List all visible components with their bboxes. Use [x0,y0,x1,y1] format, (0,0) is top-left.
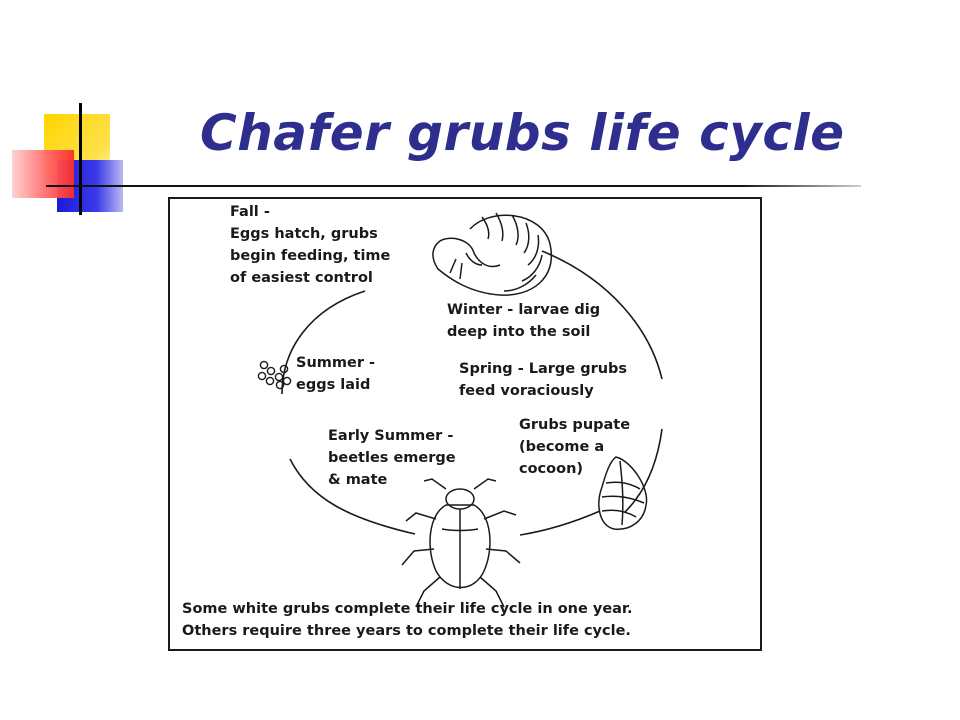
pupate-line-1: Grubs pupate [519,417,631,433]
fall-line-3: begin feeding, time [230,248,391,264]
pupa-icon [598,456,648,530]
decorative-vertical-line [79,103,82,215]
early-summer-line-3: & mate [328,472,388,488]
grub-icon [432,212,553,296]
decorative-red-square [12,150,74,198]
slide-title: Chafer grubs life cycle [200,104,845,162]
pupate-line-3: cocoon) [519,461,584,477]
stage-early-summer-label: Early Summer - beetles emerge & mate [328,425,456,491]
winter-line-1: Winter - larvae dig [447,302,601,318]
stage-summer-label: Summer - eggs laid [296,352,375,396]
life-cycle-drawing [257,212,663,608]
note-line-2: Others require three years to complete t… [182,623,631,639]
eggs-icon [257,360,292,390]
note-line-1: Some white grubs complete their life cyc… [182,601,633,617]
spring-line-2: feed voraciously [459,383,594,399]
title-underline [46,185,861,187]
spring-line-1: Spring - Large grubs [459,361,628,377]
life-cycle-diagram: Fall - Eggs hatch, grubs begin feeding, … [168,197,762,651]
pupate-line-2: (become a [519,439,605,455]
stage-spring-label: Spring - Large grubs feed voraciously [459,358,627,402]
fall-line-4: of easiest control [230,270,373,286]
cycle-arc-top-right [541,250,663,380]
stage-fall-label: Fall - Eggs hatch, grubs begin feeding, … [230,201,390,289]
early-summer-line-2: beetles emerge [328,450,456,466]
fall-line-2: Eggs hatch, grubs [230,226,378,242]
cycle-arc-left [281,290,366,395]
cycle-arc-bottom-right [519,510,601,536]
summer-line-1: Summer - [296,355,376,371]
winter-line-2: deep into the soil [447,324,591,340]
early-summer-line-1: Early Summer - [328,428,454,444]
stage-winter-label: Winter - larvae dig deep into the soil [447,299,600,343]
cycle-arc-bottom-left [289,458,416,535]
life-cycle-note: Some white grubs complete their life cyc… [182,598,633,642]
summer-line-2: eggs laid [296,377,371,393]
stage-pupate-label: Grubs pupate (become a cocoon) [519,414,630,480]
beetle-icon [401,478,521,608]
fall-line-1: Fall - [230,204,270,220]
cycle-arc-right [624,428,663,513]
